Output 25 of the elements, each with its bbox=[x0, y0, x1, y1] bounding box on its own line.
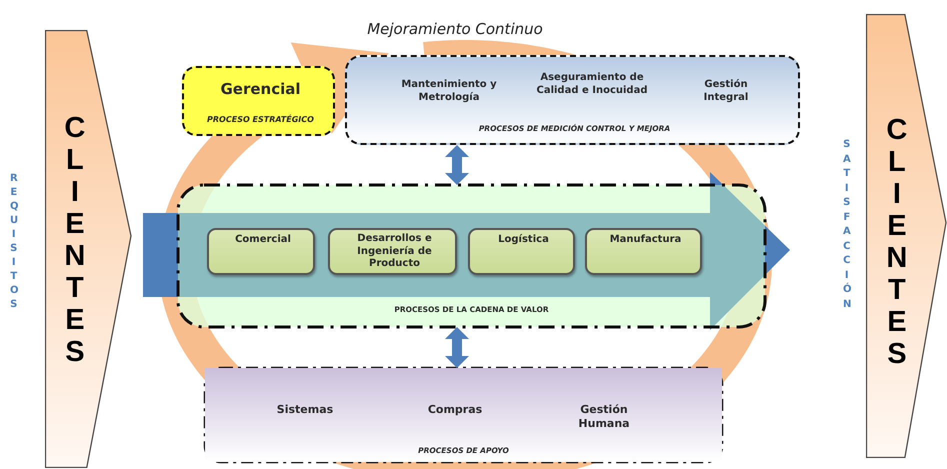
process-category: PROCESO ESTRATÉGICO bbox=[206, 115, 315, 125]
process-name: Gestión Integral bbox=[702, 79, 750, 104]
customer-label: CLIENTES bbox=[64, 112, 86, 368]
process-name: Desarrollos e Ingeniería de Producto bbox=[356, 233, 433, 270]
double-arrow bbox=[445, 327, 469, 368]
process-name: Logística bbox=[497, 234, 550, 246]
process-name: Sistemas bbox=[276, 403, 334, 417]
process-box bbox=[585, 228, 702, 275]
strategic-process-box bbox=[182, 66, 335, 136]
process-name: Compras bbox=[426, 403, 484, 417]
process-name: Gerencial bbox=[219, 80, 302, 99]
process-box bbox=[328, 228, 457, 275]
process-name: Comercial bbox=[234, 234, 292, 246]
input-label: REQUISITOS bbox=[10, 172, 18, 312]
measurement-process-panel bbox=[345, 55, 800, 145]
process-box bbox=[468, 228, 575, 275]
output-label: SATISFACCIÓN bbox=[843, 138, 850, 312]
customer-label: CLIENTES bbox=[886, 114, 908, 370]
process-name: Mantenimiento y Metrología bbox=[400, 79, 498, 104]
process-name: Aseguramiento de Calidad e Inocuidad bbox=[535, 72, 648, 97]
process-name: Gestión Humana bbox=[577, 403, 631, 430]
process-box bbox=[207, 228, 315, 275]
process-name: Manufactura bbox=[608, 234, 682, 246]
cycle-label: Mejoramiento Continuo bbox=[366, 20, 544, 38]
double-arrow bbox=[445, 145, 469, 185]
